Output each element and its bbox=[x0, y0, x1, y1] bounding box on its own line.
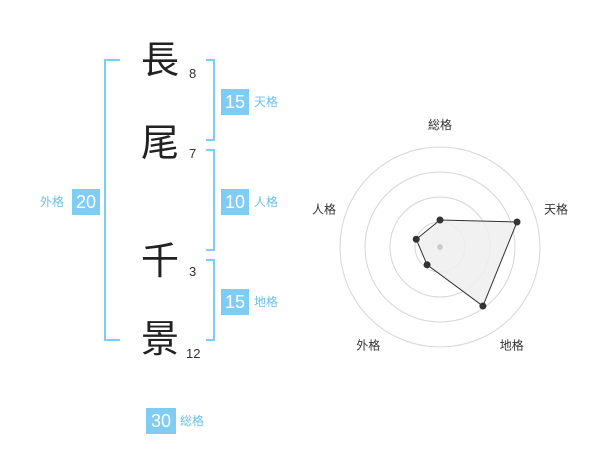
radar-point-0 bbox=[436, 216, 444, 224]
jinkaku-badge: 10 bbox=[221, 189, 249, 215]
radar-axis-label-0: 総格 bbox=[428, 117, 452, 132]
stroke-count-1: 8 bbox=[189, 66, 197, 81]
name-char-1: 長 bbox=[141, 38, 180, 82]
radar-axis-label-2: 地格 bbox=[500, 338, 524, 353]
stroke-count-3: 3 bbox=[189, 264, 197, 279]
chikaku-bracket bbox=[206, 259, 215, 341]
tenkaku-label: 天格 bbox=[254, 95, 279, 109]
name-char-4: 景 bbox=[141, 317, 180, 361]
gaikaku-badge: 20 bbox=[72, 189, 100, 215]
stroke-count-4: 12 bbox=[186, 346, 201, 361]
stroke-count-2: 7 bbox=[189, 146, 197, 161]
chikaku-badge: 15 bbox=[221, 289, 249, 315]
gaikaku-bracket bbox=[104, 59, 120, 341]
radar-point-3 bbox=[423, 261, 431, 269]
tenkaku-bracket bbox=[206, 59, 215, 141]
soukaku-label: 総格 bbox=[180, 414, 205, 428]
chikaku-label: 地格 bbox=[254, 295, 279, 309]
radar-axis-label-4: 人格 bbox=[312, 201, 336, 216]
tenkaku-badge: 15 bbox=[221, 89, 249, 115]
radar-ring-4 bbox=[339, 146, 541, 348]
radar-center-dot bbox=[437, 244, 443, 250]
radar-axis-label-1: 天格 bbox=[544, 201, 568, 216]
soukaku-badge: 30 bbox=[146, 408, 176, 434]
radar-point-1 bbox=[513, 218, 521, 226]
radar-ring-3 bbox=[364, 171, 516, 323]
gaikaku-label: 外格 bbox=[40, 195, 65, 209]
jinkaku-bracket bbox=[206, 149, 215, 251]
radar-polygon bbox=[415, 219, 518, 307]
radar-point-4 bbox=[412, 235, 420, 243]
name-char-2: 尾 bbox=[141, 121, 180, 165]
name-char-3: 千 bbox=[141, 239, 180, 283]
radar-axis-label-3: 外格 bbox=[356, 338, 380, 353]
radar-point-2 bbox=[479, 302, 487, 310]
jinkaku-label: 人格 bbox=[254, 195, 279, 209]
